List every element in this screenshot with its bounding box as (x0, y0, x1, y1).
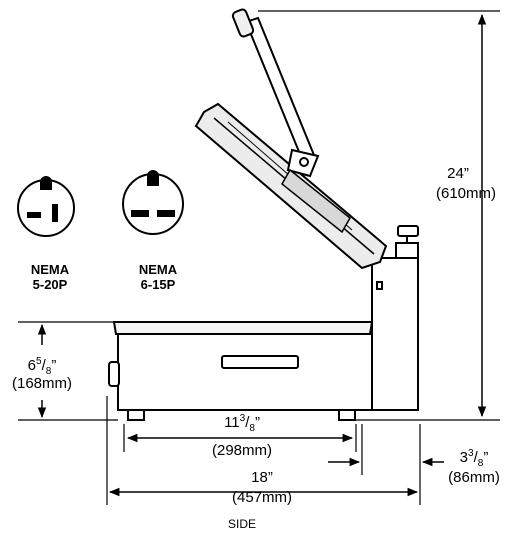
foot-span-label: 113/8” (224, 413, 260, 434)
grill-illustration (108, 225, 419, 421)
plug-1-label-line2: 5-20P (33, 277, 68, 292)
grease-drawer (221, 355, 299, 369)
nema-5-20p-plug-icon (17, 176, 75, 237)
plug-2-label-line2: 6-15P (141, 277, 176, 292)
plug-2-label-line1: NEMA (139, 262, 178, 277)
rear-housing (371, 257, 419, 411)
height-open-label: 24” (447, 165, 469, 182)
overall-depth-metric: (457mm) (232, 489, 292, 506)
rear-offset-label: 33/8” (460, 448, 489, 469)
thermostat-knob (397, 225, 419, 237)
rear-foot (338, 409, 356, 421)
view-caption: SIDE (228, 517, 256, 531)
plug-1-label-line1: NEMA (31, 262, 70, 277)
height-open-metric: (610mm) (436, 185, 496, 202)
front-foot (127, 409, 145, 421)
base-body (117, 333, 373, 411)
overall-depth-label: 18” (251, 469, 273, 486)
front-knob (108, 361, 120, 387)
nema-6-15p-plug-icon (122, 170, 184, 235)
lower-platen (112, 321, 374, 335)
open-lid (194, 8, 388, 270)
rear-indicator (376, 281, 383, 290)
dimension-arrows (37, 13, 487, 497)
height-closed-metric: (168mm) (12, 375, 72, 392)
thermostat-knob-base (395, 242, 419, 259)
rear-offset-metric: (86mm) (448, 469, 500, 486)
reference-lines (18, 10, 500, 505)
lid-pivot (299, 157, 309, 167)
foot-span-metric: (298mm) (212, 442, 272, 459)
lid-handle-grip (231, 8, 255, 38)
height-closed-label: 65/8” (28, 356, 57, 377)
dimension-labels: 24” (610mm) 65/8” (168mm) 113/8” (298mm)… (12, 165, 500, 506)
